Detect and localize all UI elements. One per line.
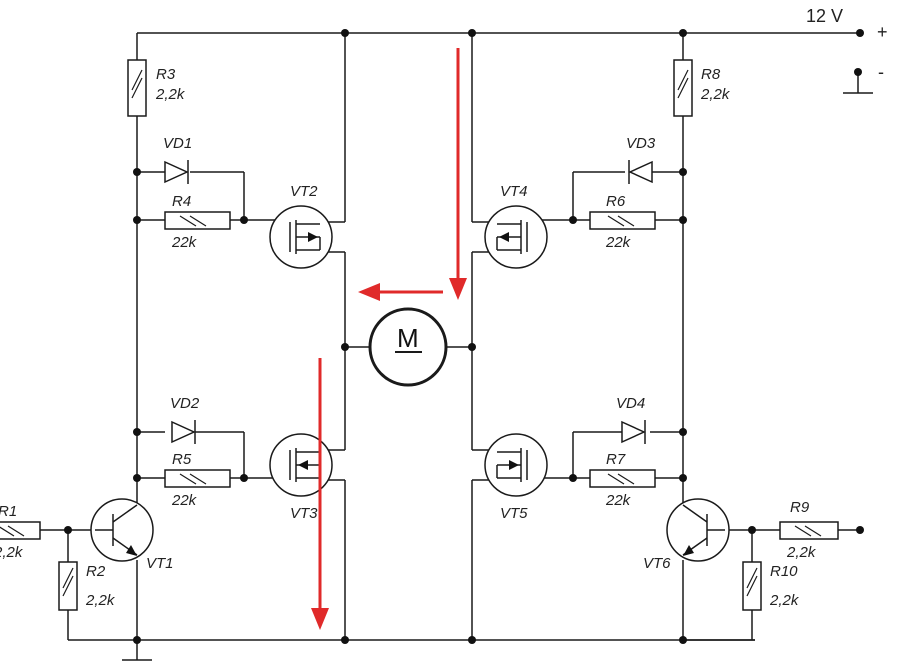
current-arrowhead-down-right: [449, 278, 467, 300]
resistor-r2: R2 2,2k: [58, 561, 116, 611]
current-arrowhead-down-left: [311, 608, 329, 630]
r1-name: R1: [0, 503, 17, 520]
mosfet-vt4: VT4: [484, 183, 548, 269]
resistor-r8: R8 2,2k: [673, 59, 731, 117]
resistor-r9: R9 2,2k: [779, 499, 839, 561]
r1-value: 2,2k: [0, 544, 24, 561]
r5-value: 22k: [171, 492, 198, 509]
r7-value: 22k: [605, 492, 632, 509]
plus-terminal-label: +: [877, 22, 888, 42]
vt5-label: VT5: [500, 505, 528, 522]
r7-name: R7: [606, 451, 626, 468]
r3-name: R3: [156, 66, 176, 83]
r3-value: 2,2k: [155, 86, 186, 103]
vt1-label: VT1: [146, 555, 174, 572]
resistor-r10: R10 2,2k: [742, 561, 800, 611]
diode-vd2: VD2: [170, 395, 200, 444]
r8-name: R8: [701, 66, 721, 83]
resistor-r1: R1 2,2k: [0, 503, 41, 561]
vd3-label: VD3: [626, 135, 656, 152]
resistor-r6: R6 22k: [589, 193, 656, 251]
r5-name: R5: [172, 451, 192, 468]
mosfet-vt3: VT3: [269, 433, 333, 522]
vd4-label: VD4: [616, 395, 645, 412]
motor-label: M: [397, 323, 419, 353]
r4-value: 22k: [171, 234, 198, 251]
current-arrowhead-left: [358, 283, 380, 301]
r9-name: R9: [790, 499, 810, 516]
r6-value: 22k: [605, 234, 632, 251]
vt2-label: VT2: [290, 183, 318, 200]
r2-value: 2,2k: [85, 592, 116, 609]
bjt-vt1: VT1: [90, 498, 174, 572]
r10-name: R10: [770, 563, 798, 580]
current-flow-arrows: [311, 48, 467, 630]
wires: [40, 32, 873, 661]
vt4-label: VT4: [500, 183, 528, 200]
mosfet-vt5: VT5: [484, 433, 548, 522]
diode-vd3: VD3: [626, 135, 656, 184]
mosfet-vt2: VT2: [269, 183, 333, 269]
r6-name: R6: [606, 193, 626, 210]
vt6-label: VT6: [643, 555, 671, 572]
bjt-vt6: VT6: [643, 498, 730, 572]
minus-terminal-label: -: [878, 62, 884, 82]
resistor-r4: R4 22k: [164, 193, 231, 251]
r9-value: 2,2k: [786, 544, 817, 561]
resistor-r7: R7 22k: [589, 451, 656, 509]
resistor-r5: R5 22k: [164, 451, 231, 509]
r2-name: R2: [86, 563, 106, 580]
r10-value: 2,2k: [769, 592, 800, 609]
junction-dots: [64, 29, 864, 644]
diode-vd1: VD1: [163, 135, 192, 184]
vd1-label: VD1: [163, 135, 192, 152]
supply-voltage-label: 12 V: [806, 6, 843, 26]
r8-value: 2,2k: [700, 86, 731, 103]
r4-name: R4: [172, 193, 191, 210]
resistor-r3: R3 2,2k: [127, 59, 186, 117]
vd2-label: VD2: [170, 395, 200, 412]
vt3-label: VT3: [290, 505, 318, 522]
diode-vd4: VD4: [616, 395, 646, 444]
motor: M: [368, 307, 448, 387]
